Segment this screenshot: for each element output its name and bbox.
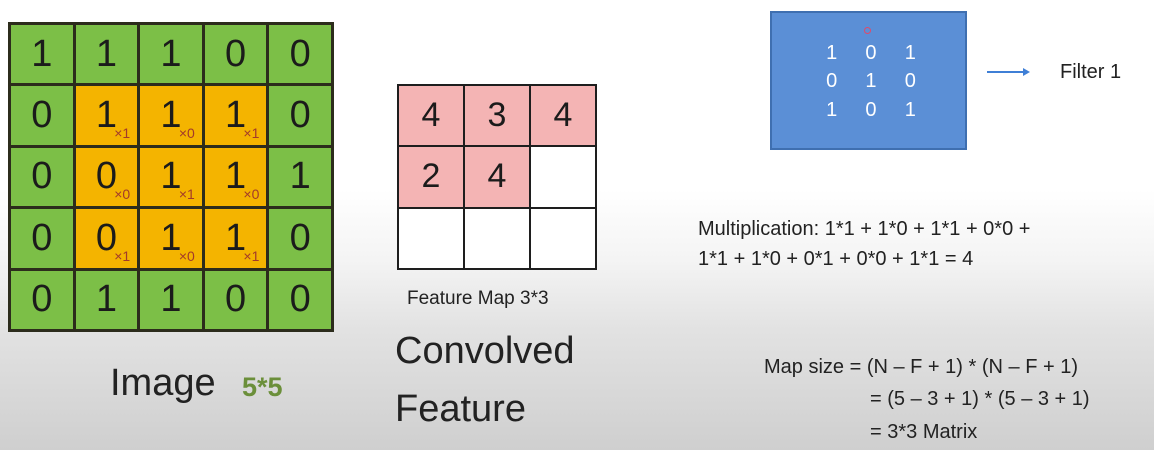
image-cell-value: 1	[160, 94, 182, 137]
image-cell-value: 1	[160, 278, 182, 321]
image-cell: 0	[204, 270, 267, 329]
image-cell-value: 0	[225, 278, 247, 321]
multiplication-line-1: Multiplication: 1*1 + 1*0 + 1*1 + 0*0 +	[698, 218, 1031, 240]
filter-multiplier: ×1	[114, 124, 131, 141]
feature-map-cell	[531, 147, 595, 207]
image-cell: 1×0	[140, 209, 202, 268]
image-cell: 0	[269, 270, 331, 329]
filter-cell: 0	[865, 99, 877, 122]
filter-multiplier: ×0	[243, 186, 260, 203]
filter-multiplier: ×1	[114, 247, 131, 264]
map-size-line-2: = (5 – 3 + 1) * (5 – 3 + 1)	[870, 388, 1090, 410]
filter-cell: 1	[865, 70, 877, 93]
image-cell-value: 0	[225, 32, 247, 75]
image-cell-value: 1	[289, 155, 311, 198]
image-cell-value: 0	[31, 155, 53, 198]
image-cell: 0×1	[75, 209, 138, 268]
image-cell: 1×1	[204, 209, 267, 268]
feature-map-cell: 4	[399, 86, 463, 146]
image-cell: 1	[140, 270, 202, 329]
feature-map-cell	[399, 208, 463, 268]
image-cell: 1	[140, 25, 202, 84]
image-cell: 0	[11, 209, 73, 268]
image-cell: 1×0	[140, 86, 202, 145]
feature-map-cell	[465, 208, 529, 268]
convolved-feature-title-line1: Convolved	[395, 330, 575, 372]
image-cell: 1×1	[204, 86, 267, 145]
filter-box: 1 0 1 0 1 0 1 0 1	[770, 11, 967, 150]
image-cell-value: 1	[160, 32, 182, 75]
image-cell: 0	[269, 209, 331, 268]
image-cell-value: 0	[289, 216, 311, 259]
image-cell-value: 0	[31, 216, 53, 259]
image-cell: 1	[11, 25, 73, 84]
image-cell-value: 1	[225, 94, 247, 137]
map-size-line-3: = 3*3 Matrix	[870, 421, 978, 443]
image-label: Image	[110, 362, 216, 404]
filter-multiplier: ×1	[243, 124, 260, 141]
image-cell: 0	[11, 86, 73, 145]
image-cell-value: 0	[289, 94, 311, 137]
filter-cell: 1	[904, 41, 916, 64]
filter-cell: 1	[904, 99, 916, 122]
image-cell: 0	[269, 25, 331, 84]
convolved-feature-title-line2: Feature	[395, 388, 526, 430]
feature-map-cell: 3	[465, 86, 529, 146]
image-cell: 0	[11, 147, 73, 207]
image-cell-value: 1	[160, 155, 182, 198]
image-cell-value: 0	[95, 216, 117, 259]
cursor-dot-icon	[864, 27, 871, 34]
image-cell: 1	[75, 270, 138, 329]
image-cell: 0	[204, 25, 267, 84]
image-cell: 1×0	[204, 147, 267, 207]
filter-multiplier: ×0	[178, 247, 195, 264]
image-cell: 1	[75, 25, 138, 84]
image-cell-value: 1	[95, 32, 117, 75]
image-cell: 0	[11, 270, 73, 329]
filter-cell: 0	[826, 70, 838, 93]
filter-cell: 1	[826, 99, 838, 122]
feature-map-caption: Feature Map 3*3	[407, 288, 549, 309]
filter-multiplier: ×0	[114, 186, 131, 203]
filter-cell: 1	[826, 41, 838, 64]
image-cell: 0×0	[75, 147, 138, 207]
image-cell-value: 0	[95, 155, 117, 198]
filter-multiplier: ×1	[178, 186, 195, 203]
feature-map-cell: 4	[531, 86, 595, 146]
image-cell-value: 0	[31, 94, 53, 137]
filter-cell: 0	[904, 70, 916, 93]
image-cell-value: 1	[225, 216, 247, 259]
filter-label: Filter 1	[1060, 61, 1122, 83]
feature-map-cell	[531, 208, 595, 268]
filter-multiplier: ×0	[178, 124, 195, 141]
filter-multiplier: ×1	[243, 247, 260, 264]
image-cell: 1	[269, 147, 331, 207]
image-cell-value: 1	[160, 216, 182, 259]
filter-cell: 0	[865, 41, 877, 64]
image-cell-value: 0	[289, 32, 311, 75]
image-cell-value: 1	[31, 32, 53, 75]
feature-map-cell: 4	[465, 147, 529, 207]
image-cell-value: 1	[95, 94, 117, 137]
filter-grid: 1 0 1 0 1 0 1 0 1	[812, 39, 930, 125]
image-cell-value: 1	[225, 155, 247, 198]
image-cell: 1×1	[75, 86, 138, 145]
map-size-line-1: Map size = (N – F + 1) * (N – F + 1)	[764, 356, 1078, 378]
arrow-right-icon	[987, 68, 1030, 76]
feature-map-cell: 2	[399, 147, 463, 207]
image-cell-value: 0	[31, 278, 53, 321]
image-cell-value: 0	[289, 278, 311, 321]
image-cell: 0	[269, 86, 331, 145]
image-size-label: 5*5	[242, 372, 283, 402]
multiplication-line-2: 1*1 + 1*0 + 0*1 + 0*0 + 1*1 = 4	[698, 248, 974, 270]
image-cell-value: 1	[95, 278, 117, 321]
image-cell: 1×1	[140, 147, 202, 207]
